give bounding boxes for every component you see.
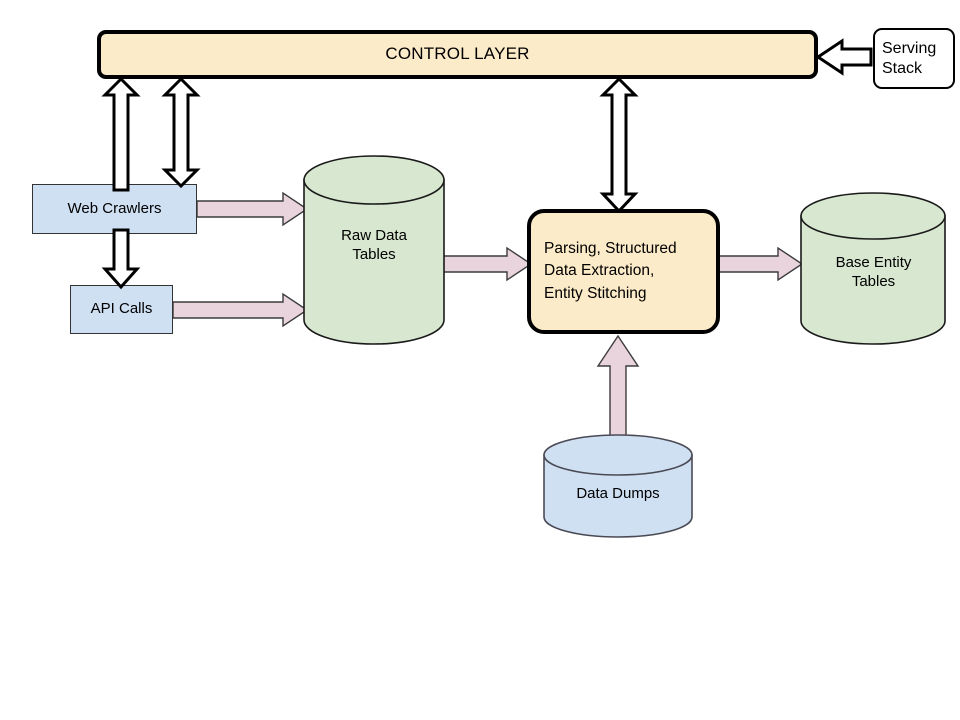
- raw-data-tables-label: Raw Data Tables: [341, 227, 407, 263]
- base-entity-tables-cylinder[interactable]: Base Entity Tables: [800, 192, 947, 345]
- serving-stack-box[interactable]: Serving Stack: [873, 28, 955, 89]
- edge-raw-data-to-parsing: [442, 246, 533, 282]
- edge-parsing-to-base-entity: [717, 246, 804, 282]
- base-entity-tables-label: Base Entity Tables: [835, 254, 912, 290]
- web-crawlers-box[interactable]: Web Crawlers: [32, 184, 197, 234]
- data-dumps-label: Data Dumps: [576, 485, 660, 502]
- data-dumps-cylinder[interactable]: Data Dumps: [543, 434, 693, 538]
- cylinder-shape: [543, 434, 693, 538]
- parsing-process-box[interactable]: Parsing, Structured Data Extraction, Ent…: [527, 209, 720, 334]
- edge-data-dumps-to-parsing: [596, 334, 640, 439]
- raw-data-tables-cylinder[interactable]: Raw Data Tables: [303, 155, 445, 345]
- api-calls-box[interactable]: API Calls: [70, 285, 173, 334]
- cylinder-shape: [303, 155, 445, 345]
- edge-api-calls-to-raw-data: [172, 292, 309, 328]
- cylinder-shape: [800, 192, 946, 345]
- edge-web-crawlers-to-raw-data: [196, 191, 309, 227]
- control-layer-box[interactable]: CONTROL LAYER: [97, 30, 818, 79]
